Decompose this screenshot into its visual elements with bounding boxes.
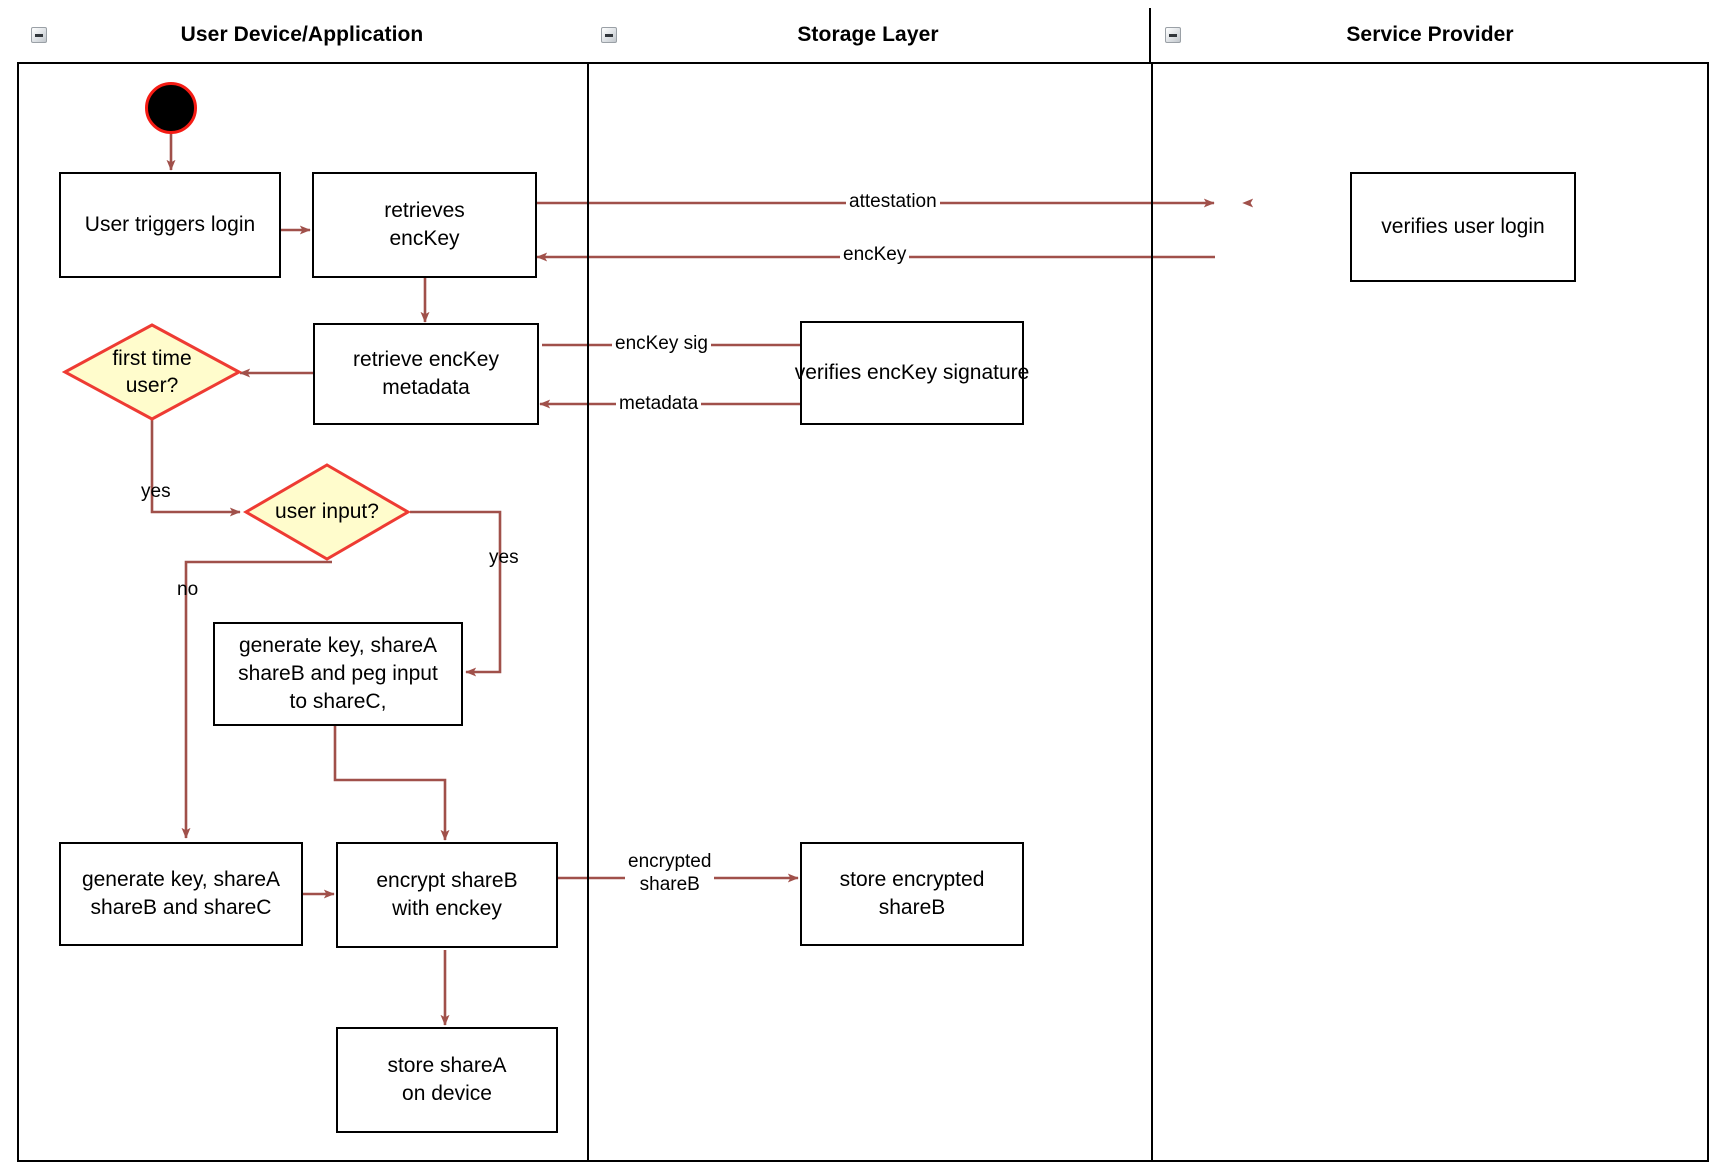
node-label-line: shareB xyxy=(878,896,946,919)
edge-yes-user-input xyxy=(410,510,502,677)
lane-divider-2 xyxy=(1151,8,1153,1162)
node-label-line: retrieve encKey xyxy=(353,348,499,372)
lane-header-service-provider[interactable]: Service Provider xyxy=(1151,8,1709,64)
node-label-line: metadata xyxy=(382,376,470,399)
lane-title-storage-layer: Storage Layer xyxy=(797,23,939,46)
node-label-line: shareB and peg input xyxy=(238,662,438,686)
node-store-encrypted-shareb[interactable]: store encrypted shareB xyxy=(800,842,1024,946)
node-label-line: shareB and shareC xyxy=(90,896,272,919)
lane-divider-1 xyxy=(587,8,589,1162)
node-label-line: user? xyxy=(125,374,179,397)
edge-label-line: encrypted xyxy=(628,851,712,872)
node-label: User triggers login xyxy=(84,213,256,237)
node-label-line: store encrypted xyxy=(839,868,985,892)
decision-diamond-shape xyxy=(62,323,242,421)
node-generate-key-peg[interactable]: generate key, shareA shareB and peg inpu… xyxy=(213,622,463,726)
edge-generate-peg-to-encrypt xyxy=(333,725,450,841)
lane-title-user-device: User Device/Application xyxy=(180,23,424,46)
node-label-line: generate key, shareA xyxy=(81,868,281,892)
lane-header-storage-layer[interactable]: Storage Layer xyxy=(587,8,1151,64)
edge-label-yes-first-time-user: yes xyxy=(141,481,171,502)
node-generate-key-shares[interactable]: generate key, shareA shareB and shareC xyxy=(59,842,303,946)
node-store-sharea-on-device[interactable]: store shareA on device xyxy=(336,1027,558,1133)
decision-diamond-shape xyxy=(243,463,411,561)
edge-yes-first-time-user xyxy=(150,418,241,517)
node-label: verifies user login xyxy=(1381,215,1545,239)
node-label: generate key, shareA shareB and peg inpu… xyxy=(234,632,442,715)
node-label: retrieves encKey xyxy=(380,197,469,252)
node-label: store shareA on device xyxy=(383,1052,510,1107)
node-user-triggers-login[interactable]: User triggers login xyxy=(59,172,281,278)
node-label-line: on device xyxy=(402,1082,492,1105)
lane-header-user-device[interactable]: User Device/Application xyxy=(17,8,589,64)
node-label: retrieve encKey metadata xyxy=(349,346,503,401)
minus-box-icon[interactable] xyxy=(31,27,47,43)
edge-label-yes-user-input: yes xyxy=(489,547,519,568)
initial-node[interactable] xyxy=(145,82,197,134)
node-label-line: generate key, shareA xyxy=(238,634,438,658)
node-verifies-user-login[interactable]: verifies user login xyxy=(1350,172,1576,282)
node-label: first time user? xyxy=(112,345,191,400)
edge-label-metadata: metadata xyxy=(616,392,702,416)
node-label: verifies encKey signature xyxy=(794,361,1030,385)
node-label: user input? xyxy=(275,500,379,524)
node-label: store encrypted shareB xyxy=(836,866,989,921)
edge-label-no-user-input: no xyxy=(177,579,199,600)
node-user-input[interactable]: user input? xyxy=(243,462,411,562)
node-label-line: to shareC, xyxy=(289,689,387,713)
edge-label-attestation: attestation xyxy=(846,190,940,214)
node-first-time-user[interactable]: first time user? xyxy=(62,322,242,422)
node-label-line: encrypt shareB xyxy=(376,869,518,893)
node-label: encrypt shareB with enckey xyxy=(372,867,521,922)
node-label-line: with enckey xyxy=(392,897,502,920)
edge-label-enckey-sig: encKey sig xyxy=(612,332,711,356)
edge-label-enckey: encKey xyxy=(840,243,910,267)
edge-label-encrypted-shareb: encrypted shareB xyxy=(625,850,715,897)
minus-box-icon[interactable] xyxy=(1165,27,1181,43)
node-label-line: retrieves xyxy=(384,199,465,223)
node-retrieves-enckey[interactable]: retrieves encKey xyxy=(312,172,537,278)
edge-label-line: shareB xyxy=(639,874,700,896)
lane-title-service-provider: Service Provider xyxy=(1346,23,1514,46)
node-label-line: encKey xyxy=(389,227,460,250)
node-label: generate key, shareA shareB and shareC xyxy=(78,866,284,921)
edge-no-user-input xyxy=(181,560,332,839)
node-encrypt-shareb[interactable]: encrypt shareB with enckey xyxy=(336,842,558,948)
node-label-line: store shareA xyxy=(387,1054,507,1078)
node-verifies-enckey-signature[interactable]: verifies encKey signature xyxy=(795,321,1029,425)
minus-box-icon[interactable] xyxy=(601,27,617,43)
node-label-line: first time xyxy=(112,346,192,370)
node-retrieve-enckey-metadata[interactable]: retrieve encKey metadata xyxy=(313,323,539,425)
